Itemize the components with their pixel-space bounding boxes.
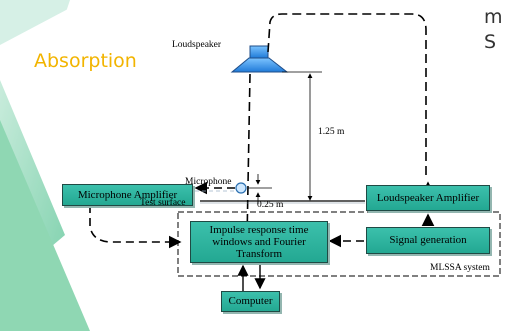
mlssa-system-label: MLSSA system xyxy=(430,263,490,273)
microphone-label: Microphone xyxy=(185,177,232,187)
loudspeaker-icon xyxy=(230,45,289,73)
microphone-icon xyxy=(235,182,247,194)
height-label: 1.25 m xyxy=(318,127,345,137)
speaker-to-mic-line xyxy=(246,73,251,241)
signal-generation-box: Signal generation xyxy=(366,227,490,254)
microphone-amplifier-box: Microphone Amplifier xyxy=(62,184,193,206)
computer-box: Computer xyxy=(221,291,280,312)
loudspeaker-label: Loudspeaker xyxy=(172,40,222,50)
amp-to-impulse-line xyxy=(89,205,182,249)
mlssa-system-frame xyxy=(177,211,501,277)
mic-height-label: 0.25 m xyxy=(257,200,284,210)
corner-text-1: m xyxy=(484,6,503,28)
speaker-feed-line xyxy=(267,13,427,180)
loudspeaker-amplifier-box: Loudspeaker Amplifier xyxy=(366,185,490,211)
test-surface-label: Test surface xyxy=(140,198,186,208)
slide-title: Absorption xyxy=(34,50,137,72)
impulse-response-box: Impulse response time windows and Fourie… xyxy=(190,221,328,263)
corner-text-2: S xyxy=(484,31,497,53)
